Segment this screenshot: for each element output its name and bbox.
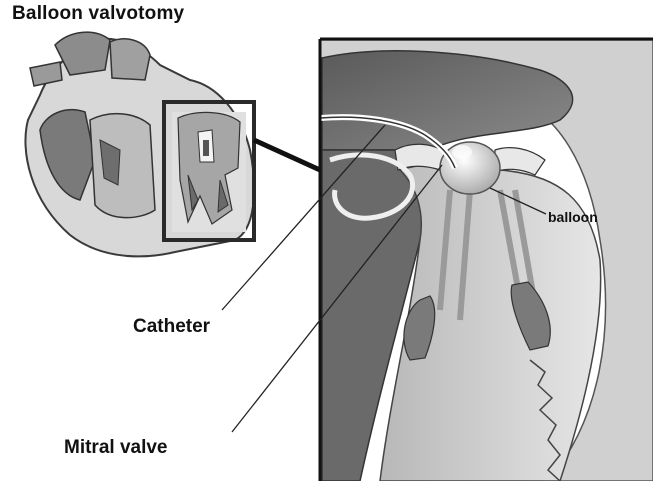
heart-small-drawing	[25, 32, 254, 256]
mitral-valve-label: Mitral valve	[64, 437, 168, 459]
right-ventricle	[90, 114, 155, 218]
balloon-label: balloon	[548, 209, 598, 225]
left-ventricle-small	[178, 112, 240, 224]
catheter-label: Catheter	[133, 316, 210, 338]
balloon-highlight	[452, 145, 472, 159]
balloon-small	[203, 140, 209, 156]
diagram-title: Balloon valvotomy	[12, 3, 184, 25]
zoomed-panel	[320, 38, 653, 481]
vena-cava-vessel	[110, 39, 150, 80]
zoom-connector-line	[254, 140, 320, 170]
